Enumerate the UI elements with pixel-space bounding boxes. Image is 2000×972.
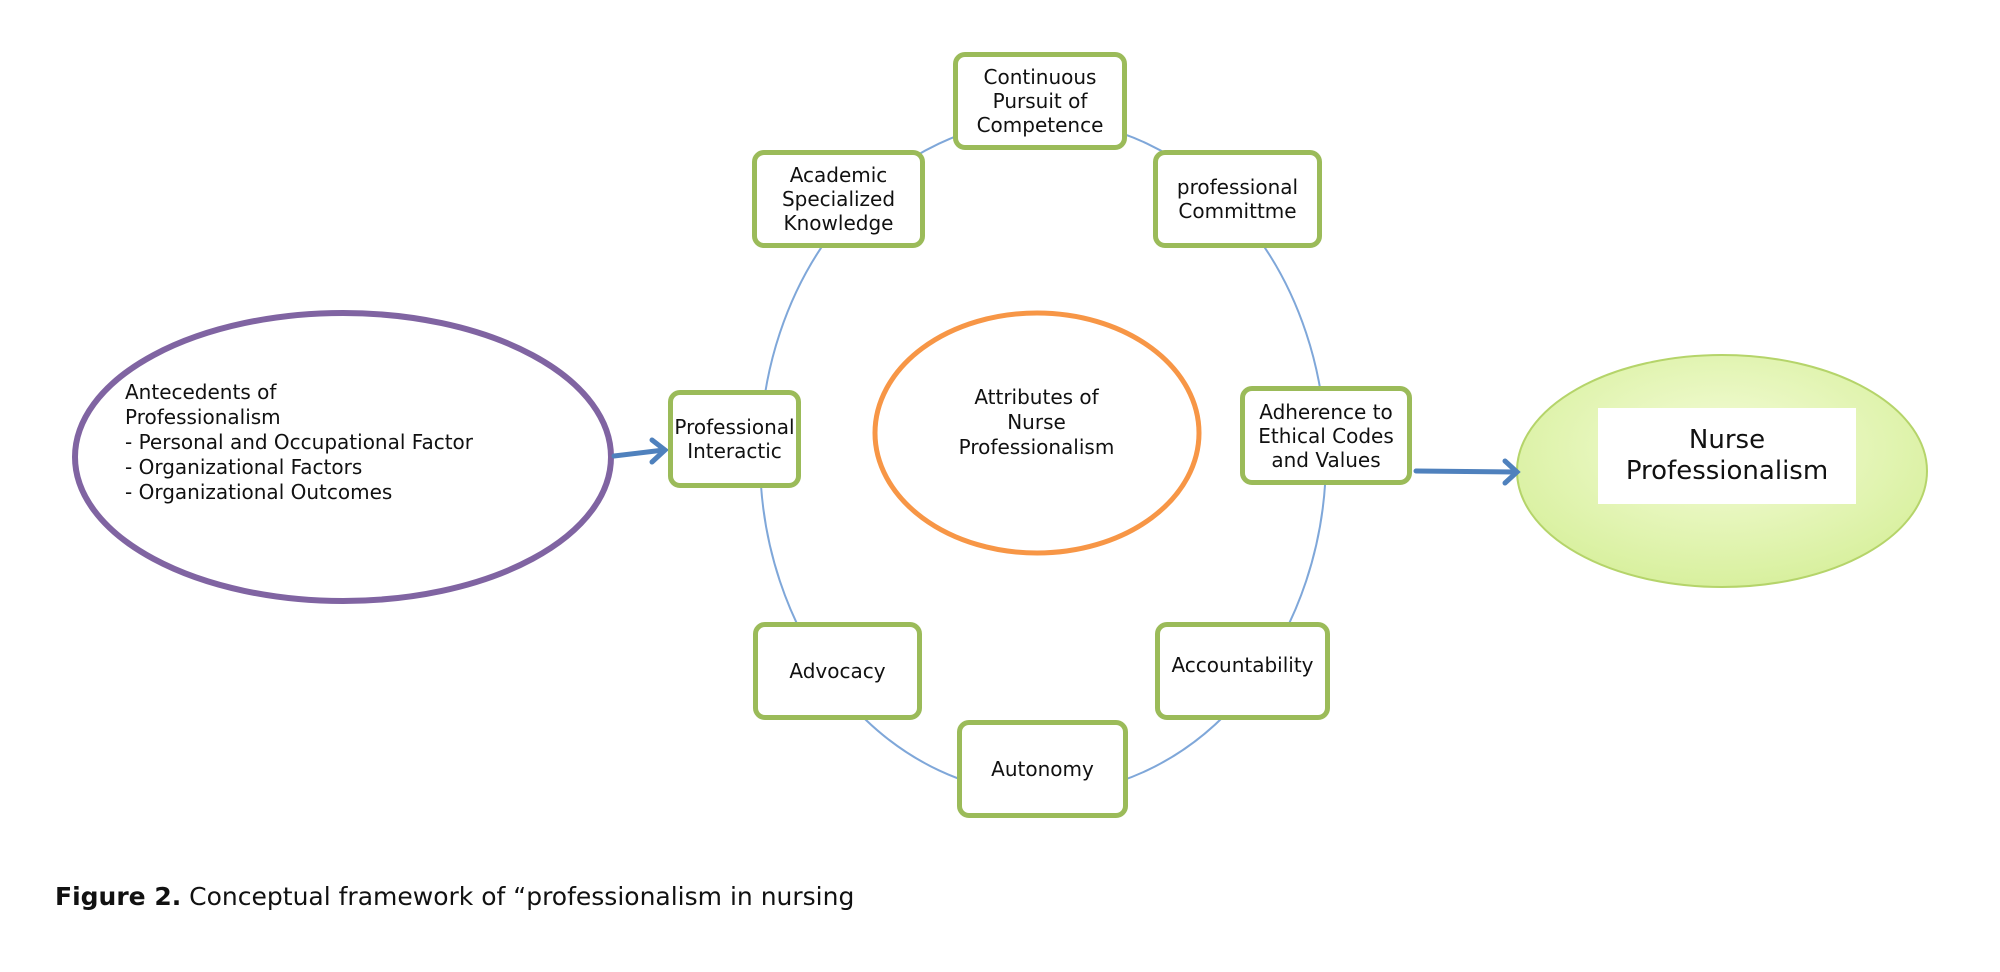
attribute-label: Professional Interactic — [674, 415, 795, 463]
attribute-box-advocacy: Advocacy — [753, 622, 922, 720]
attribute-label: Continuous Pursuit of Competence — [976, 65, 1104, 137]
figure-caption: Figure 2. Conceptual framework of “profe… — [55, 882, 854, 911]
attributes-center-text: Attributes of Nurse Professionalism — [958, 385, 1115, 459]
attribute-box-academic-knowledge: Academic Specialized Knowledge — [752, 150, 925, 248]
attributes-center-ellipse — [872, 310, 1202, 556]
attribute-label: Advocacy — [789, 659, 886, 683]
attribute-box-accountability: Accountability — [1155, 622, 1330, 720]
attribute-label: Adherence to Ethical Codes and Values — [1258, 399, 1394, 472]
antecedents-ellipse — [72, 310, 614, 604]
figure-caption-text: Conceptual framework of “professionalism… — [181, 882, 855, 911]
attribute-box-professional-commitment: professional Committme — [1153, 150, 1322, 248]
figure-number: Figure 2. — [55, 882, 182, 911]
attribute-box-ethical-codes: Adherence to Ethical Codes and Values — [1240, 386, 1412, 485]
outcome-label: Nurse Professionalism — [1598, 408, 1856, 504]
arrow-antecedents-to-attributes — [611, 437, 669, 465]
antecedents-text: Antecedents of Professionalism - Persona… — [125, 380, 473, 504]
attribute-label: Autonomy — [991, 757, 1094, 781]
attribute-box-professional-interaction: Professional Interactic — [668, 390, 801, 488]
attribute-box-continuous-pursuit: Continuous Pursuit of Competence — [953, 52, 1127, 150]
attribute-label: professional Committme — [1176, 175, 1299, 223]
attribute-label: Academic Specialized Knowledge — [781, 163, 896, 235]
attribute-box-autonomy: Autonomy — [957, 720, 1128, 818]
attribute-label: Accountability — [1171, 653, 1314, 677]
arrow-attributes-to-outcome — [1413, 458, 1521, 486]
